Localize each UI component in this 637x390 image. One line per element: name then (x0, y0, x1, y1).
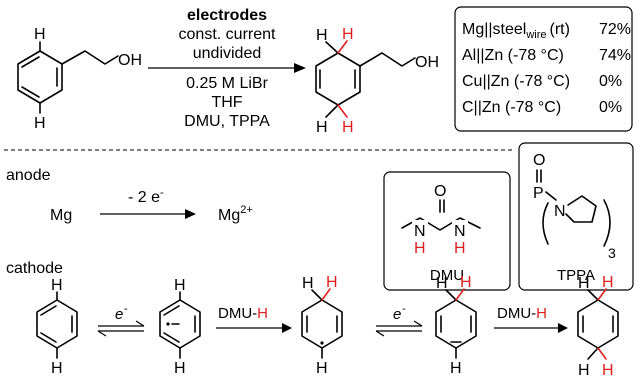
conditions-additives: DMU, TPPA (184, 113, 270, 130)
atom-h: H (578, 275, 590, 292)
equilibrium-arrow-1: e - (97, 303, 145, 337)
atom-h: H (51, 360, 63, 377)
atom-h: H (578, 362, 590, 379)
tppa-structure: O P N 3 TPPA (518, 142, 634, 291)
atom-h: H (34, 26, 46, 43)
atom-h-acidic: H (454, 240, 466, 257)
atom-p: P (533, 185, 544, 202)
svg-text:-: - (124, 303, 128, 315)
atom-h: H (34, 115, 46, 132)
cyclohexadienyl-anion: H H H (435, 274, 477, 377)
atom-h-new: H (602, 274, 614, 291)
atom-h: H (436, 275, 448, 292)
result-row-yield: 0% (599, 73, 622, 90)
conditions-current: const. current (179, 26, 276, 43)
conditions-solvent: THF (211, 94, 242, 111)
tppa-subscript: 3 (608, 245, 616, 261)
atom-h-acidic: H (414, 240, 426, 257)
atom-h: H (174, 360, 186, 377)
atom-oh: OH (415, 54, 439, 71)
atom-h: H (316, 119, 328, 136)
result-row-electrodes: Mg||steelwire(rt) (462, 21, 570, 41)
atom-h: H (174, 277, 186, 294)
atom-h: H (302, 275, 314, 292)
atom-o: O (434, 183, 446, 200)
cyclohexadiene-product: H H H H (577, 274, 619, 379)
arrow-head (185, 209, 196, 219)
atom-oh: OH (118, 52, 142, 69)
anode-section: anode Mg - 2 e- Mg2+ (6, 167, 253, 224)
atom-n: N (414, 223, 426, 240)
svg-text:e: e (115, 306, 123, 323)
cyclohexadienyl-radical: H H H (301, 274, 343, 377)
result-row-yield: 72% (599, 21, 631, 38)
svg-text:DMU-H: DMU-H (218, 305, 268, 322)
product-cyclohexadiene: H H H H OH (315, 26, 439, 136)
dmu-label: DMU (430, 267, 464, 284)
starting-material: H H OH (17, 26, 142, 132)
svg-text:DMU-H: DMU-H (497, 305, 547, 322)
protonation-arrow-2: DMU-H (494, 305, 568, 333)
cathode-label: cathode (6, 260, 63, 277)
anode-arrow-label: - 2 e- (128, 187, 164, 206)
result-row-electrodes: Cu||Zn (-78 °C) (462, 73, 570, 90)
atom-h-new: H (342, 26, 354, 43)
dmu-structure: O N N H H DMU (383, 171, 511, 291)
result-row-yield: 0% (599, 99, 622, 116)
atom-h: H (51, 277, 63, 294)
atom-o: O (533, 152, 545, 169)
svg-text:-: - (402, 303, 406, 315)
atom-h: H (316, 27, 328, 44)
protonation-arrow-1: DMU-H (216, 305, 292, 333)
conditions-electrolyte: 0.25 M LiBr (186, 75, 268, 92)
atom-h-new: H (342, 119, 354, 136)
result-row-electrodes: Al||Zn (-78 °C) (462, 47, 564, 64)
anode-product: Mg2+ (218, 204, 253, 224)
result-row-yield: 74% (599, 47, 631, 64)
svg-text:e: e (393, 306, 401, 323)
equilibrium-arrow-2: e - (375, 303, 423, 337)
result-row-electrodes: C||Zn (-78 °C) (462, 99, 561, 116)
conditions-title: electrodes (187, 7, 267, 24)
reaction-conditions: electrodes const. current undivided 0.25… (148, 7, 306, 130)
tppa-label: TPPA (557, 267, 595, 284)
conditions-cell: undivided (193, 45, 262, 62)
arrow-head (294, 63, 306, 73)
atom-h: H (450, 360, 462, 377)
atom-h-new: H (460, 274, 472, 291)
atom-n: N (454, 223, 466, 240)
results-table: Mg||steelwire(rt) 72% Al||Zn (-78 °C) 74… (454, 6, 633, 132)
radical-anion: H H (159, 277, 201, 377)
atom-h-new: H (326, 274, 338, 291)
atom-n: N (554, 203, 566, 220)
anode-reactant: Mg (50, 207, 72, 224)
benzene: H H (36, 277, 78, 377)
atom-h: H (316, 360, 328, 377)
atom-h-new: H (602, 362, 614, 379)
anode-label: anode (6, 167, 51, 184)
